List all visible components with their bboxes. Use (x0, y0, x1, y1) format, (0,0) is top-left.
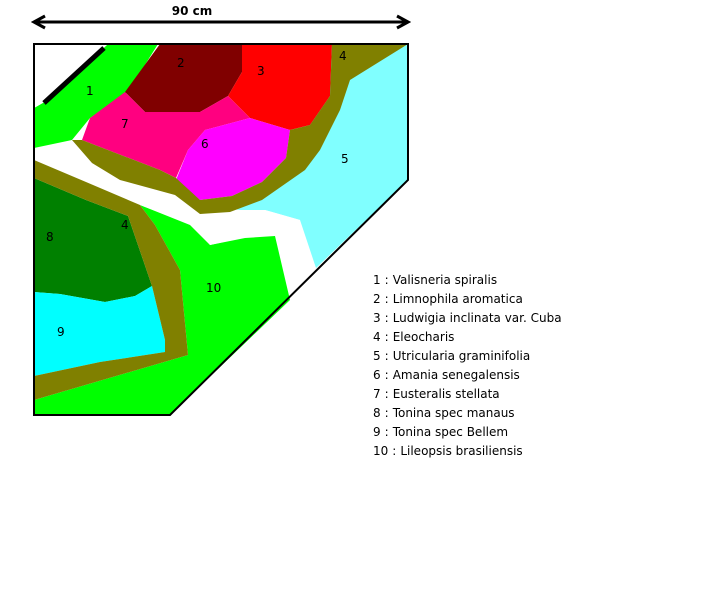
zone-9 (34, 286, 165, 376)
tank-zones (34, 44, 408, 415)
zone-number-5: 5 (341, 152, 349, 166)
zone-8 (34, 178, 152, 302)
legend-number: 4 (373, 330, 381, 344)
zone-6 (176, 118, 290, 200)
legend-number: 10 (373, 444, 389, 458)
zone-number-8: 8 (46, 230, 54, 244)
legend-number: 5 (373, 349, 381, 363)
legend-separator: : (384, 425, 389, 439)
zone-5 (230, 44, 408, 268)
zone-number-6: 6 (201, 137, 209, 151)
legend-item: 5:Utricularia graminifolia (373, 347, 562, 366)
zone-number-7: 7 (121, 117, 129, 131)
zone-7 (82, 92, 250, 178)
zone-number-10: 10 (206, 281, 221, 295)
legend-separator: : (384, 292, 389, 306)
zone-number-4-back: 4 (339, 49, 347, 63)
legend-separator: : (384, 349, 389, 363)
zone-10 (34, 205, 290, 415)
width-dimension-label: 90 cm (172, 4, 213, 18)
legend-item: 4:Eleocharis (373, 328, 562, 347)
corner-cut-line (42, 46, 106, 105)
legend-item: 3:Ludwigia inclinata var. Cuba (373, 309, 562, 328)
zone-1 (34, 44, 158, 148)
legend-separator: : (384, 311, 389, 325)
legend-separator: : (384, 387, 389, 401)
tank-outline (33, 43, 409, 416)
legend-item: 6:Amania senegalensis (373, 366, 562, 385)
zone-number-2: 2 (177, 56, 185, 70)
legend-number: 9 (373, 425, 381, 439)
legend-item: 8:Tonina spec manaus (373, 404, 562, 423)
legend-separator: : (384, 368, 389, 382)
zone-4-upper-band (72, 44, 408, 214)
legend-plant-name: Tonina spec Bellem (392, 425, 509, 439)
legend-plant-name: Ludwigia inclinata var. Cuba (392, 311, 562, 325)
legend-item: 9:Tonina spec Bellem (373, 423, 562, 442)
legend-item: 1:Valisneria spiralis (373, 271, 562, 290)
legend-plant-name: Tonina spec manaus (392, 406, 515, 420)
legend-plant-name: Limnophila aromatica (392, 292, 523, 306)
legend-separator: : (384, 406, 389, 420)
legend-item: 10:Lileopsis brasiliensis (373, 442, 562, 461)
legend-number: 6 (373, 368, 381, 382)
legend-separator: : (392, 444, 397, 458)
zone-number-1: 1 (86, 84, 94, 98)
legend-item: 7:Eusteralis stellata (373, 385, 562, 404)
legend-item: 2:Limnophila aromatica (373, 290, 562, 309)
zone-labels: 1 2 3 4 4 5 6 7 8 9 10 (46, 49, 349, 339)
zone-number-3: 3 (257, 64, 265, 78)
legend-plant-name: Eleocharis (392, 330, 455, 344)
zone-2 (125, 44, 242, 112)
sand-path (34, 140, 316, 272)
legend-plant-name: Lileopsis brasiliensis (400, 444, 523, 458)
legend-separator: : (384, 273, 389, 287)
zone-4-lower-band (34, 160, 188, 400)
legend-number: 7 (373, 387, 381, 401)
legend-number: 8 (373, 406, 381, 420)
plant-legend: 1:Valisneria spiralis 2:Limnophila aroma… (373, 271, 562, 461)
zone-number-4-front: 4 (121, 218, 129, 232)
legend-plant-name: Amania senegalensis (392, 368, 520, 382)
zone-3 (228, 44, 332, 130)
legend-number: 3 (373, 311, 381, 325)
legend-separator: : (384, 330, 389, 344)
legend-number: 2 (373, 292, 381, 306)
legend-plant-name: Valisneria spiralis (392, 273, 498, 287)
legend-plant-name: Utricularia graminifolia (392, 349, 531, 363)
legend-plant-name: Eusteralis stellata (392, 387, 500, 401)
zone-number-9: 9 (57, 325, 65, 339)
legend-number: 1 (373, 273, 381, 287)
